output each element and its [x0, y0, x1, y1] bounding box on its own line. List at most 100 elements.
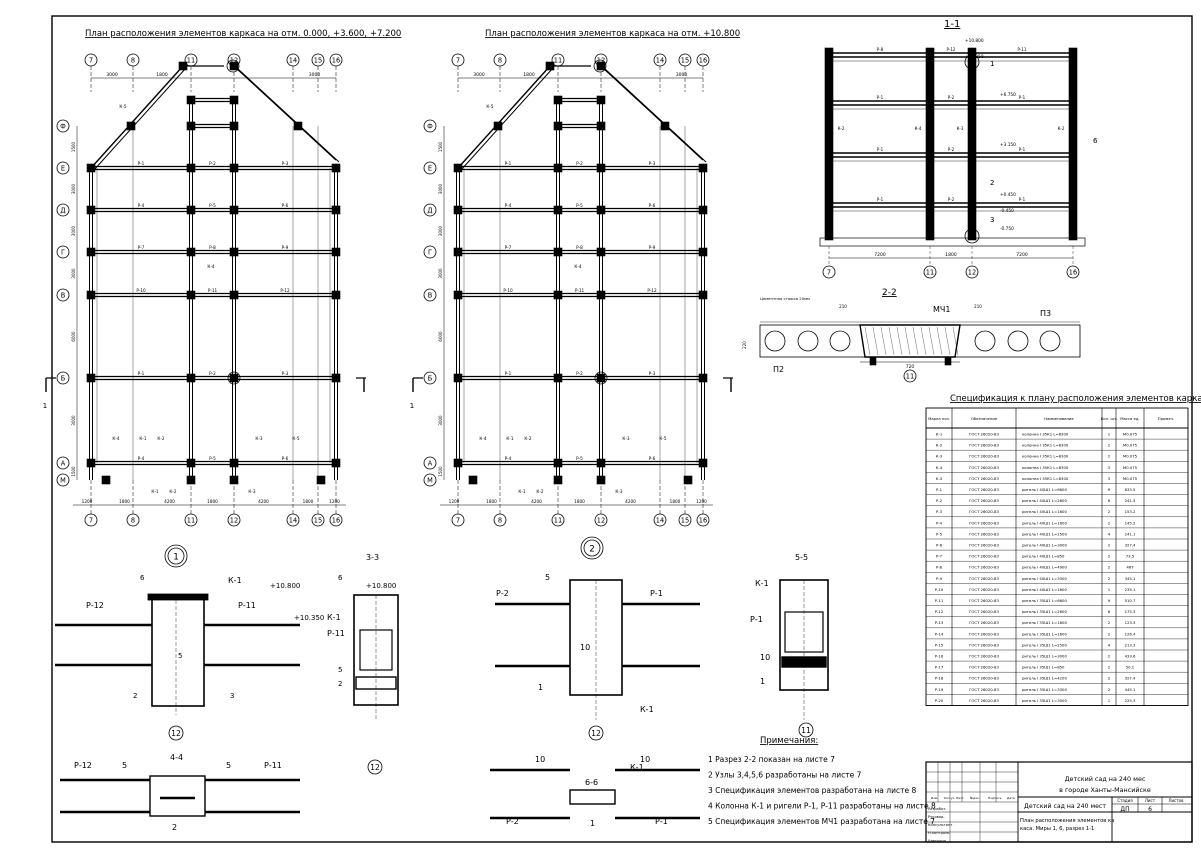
- column: [698, 373, 708, 383]
- column-label: К-2: [524, 436, 531, 441]
- spec-cell: Р-20: [935, 698, 944, 703]
- spec-cell: ГОСТ 26020-83: [969, 565, 999, 570]
- stamp-role: Разработ.: [928, 807, 946, 811]
- column: [453, 247, 463, 257]
- s66-label: 10: [640, 755, 650, 764]
- section11-axis: [965, 265, 979, 279]
- column: [553, 163, 563, 173]
- spec-cell: ригель I 35Ш1 L=2500: [1022, 642, 1067, 647]
- screed-label: Цементная стяжка 20мм: [760, 296, 810, 301]
- column: [698, 163, 708, 173]
- spec-cell: ГОСТ 26020-83: [969, 432, 999, 437]
- section-mark-label: 1: [410, 402, 414, 410]
- slab-core: [764, 330, 786, 352]
- hatch: [888, 326, 895, 356]
- stamp-col: Дата: [1007, 796, 1015, 800]
- axis-left-bubble-label: М: [427, 477, 433, 485]
- section11-axis-label: 11: [926, 269, 934, 277]
- node2-label: Р-1: [650, 589, 663, 598]
- node1-label: 3: [230, 692, 234, 700]
- column-label: К-2: [536, 489, 543, 494]
- diagonal-beam: [233, 65, 337, 161]
- column-label: К-5: [119, 104, 126, 109]
- section-beam-label: Р-2: [948, 147, 955, 152]
- spec-cell: Р-18: [935, 676, 944, 681]
- slab-core: [829, 330, 851, 352]
- axis-bottom-bubble-label: 15: [314, 517, 322, 525]
- plan1-title: План расположения элементов каркаса на о…: [85, 29, 401, 39]
- hatch: [896, 326, 903, 356]
- column: [186, 121, 196, 131]
- spec-cell: ригель I 40Ш1 L=2600: [1022, 498, 1067, 503]
- column: [453, 373, 463, 383]
- s66-label: 10: [535, 755, 545, 764]
- s44-label: 2: [172, 823, 177, 832]
- beam-label: Р-3: [649, 371, 656, 376]
- beam-label: Р-6: [649, 203, 656, 208]
- section-col-label: К-2: [1058, 126, 1065, 131]
- column: [683, 475, 693, 485]
- spec-header: Обозначение: [971, 416, 998, 421]
- spec-cell: 510.7: [1125, 598, 1136, 603]
- hatch: [928, 326, 935, 356]
- node1-label: Р-11: [238, 601, 256, 610]
- axis-left-bubble: [56, 456, 70, 470]
- node1-label: 6: [140, 574, 145, 582]
- column: [186, 373, 196, 383]
- stamp-sheet-h: Лист: [1145, 798, 1156, 803]
- node1-axis-label: 12: [171, 729, 181, 738]
- spec-cell: ригель I 35Ш1 L=1600: [1022, 631, 1067, 636]
- node1-label: Р-12: [86, 601, 104, 610]
- spec-cell: Р-15: [935, 642, 944, 647]
- section-beam-label: Р-1: [1019, 147, 1026, 152]
- stamp-project-2: в городе Ханты-Мансийске: [1059, 786, 1151, 794]
- stamp-col: Лист: [956, 796, 964, 800]
- beam-label: Р-5: [576, 456, 583, 461]
- column: [186, 205, 196, 215]
- beam-label: Р-1: [505, 161, 512, 166]
- node2-ring: [580, 536, 604, 560]
- s66-label: 1: [590, 819, 595, 828]
- column: [229, 247, 239, 257]
- spec-cell: К-3: [936, 454, 943, 459]
- s33-title: 3-3: [366, 553, 379, 562]
- column-label: К-1: [518, 489, 525, 494]
- column: [698, 205, 708, 215]
- stamp-role: Консультант: [928, 823, 952, 827]
- spec-cell: M0.075: [1123, 476, 1138, 481]
- dim-text: 3000: [106, 72, 118, 78]
- spec-cell: 345.1: [1125, 576, 1136, 581]
- beam-label: Р-11: [575, 288, 585, 293]
- spec-cell: M0.075: [1123, 443, 1138, 448]
- section-beam-label: Р-1: [1019, 95, 1026, 100]
- dim-text: 4200: [531, 499, 542, 504]
- dim-text: 3000: [676, 72, 688, 78]
- section11-title: 1-1: [944, 19, 960, 30]
- elevation-mark: +10.350: [965, 54, 984, 60]
- node-circle: [593, 59, 607, 73]
- section11-axis: [1066, 265, 1080, 279]
- beam-label: Р-2: [576, 161, 583, 166]
- diagonal-beam: [460, 67, 554, 171]
- node2-label: Р-2: [496, 589, 509, 598]
- column: [331, 163, 341, 173]
- plan-1: План расположения элементов каркаса на о…: [43, 29, 401, 527]
- node1-label: 5: [178, 652, 182, 660]
- notes-heading: Примечания:: [760, 736, 818, 746]
- hatch: [872, 326, 879, 356]
- s55-label: 10: [760, 653, 770, 662]
- spec-cell: 467: [1126, 565, 1134, 570]
- axis-bottom-bubble-label: 7: [456, 517, 460, 525]
- spec-cell: 2: [1108, 565, 1111, 570]
- dim-text: 3000: [71, 268, 76, 279]
- beam-label: Р-6: [282, 203, 289, 208]
- spec-cell: 241.1: [1125, 531, 1136, 536]
- axis-left-bubble: [56, 119, 70, 133]
- axis-bottom-bubble-label: 8: [131, 517, 135, 525]
- node1-label: +10.800: [270, 582, 300, 590]
- column: [596, 121, 606, 131]
- spec-cell: Р-4: [936, 520, 943, 525]
- column: [229, 290, 239, 300]
- spec-cell: ригель I 40Ш1 L=1600: [1022, 520, 1067, 525]
